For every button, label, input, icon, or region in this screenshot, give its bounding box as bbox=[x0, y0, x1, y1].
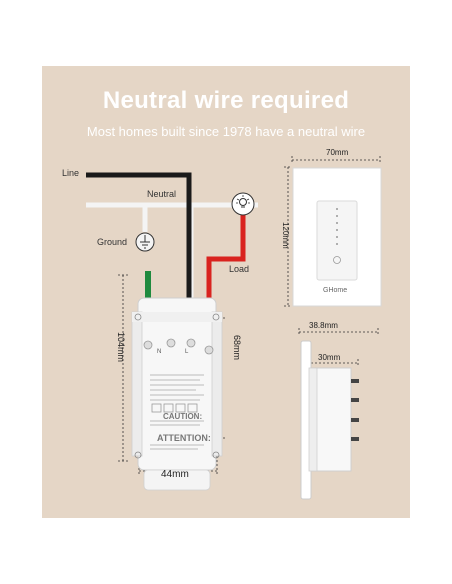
dimension-104mm: 104mm bbox=[116, 332, 126, 363]
terminal-l-label: L bbox=[185, 349, 189, 355]
dimension-30mm: 30mm bbox=[318, 353, 341, 362]
load-label: Load bbox=[229, 264, 250, 274]
dimension-70mm: 70mm bbox=[326, 148, 349, 157]
ground-label: Ground bbox=[97, 237, 128, 247]
switch-front-plate bbox=[292, 167, 382, 307]
switch-side-view bbox=[300, 340, 359, 500]
line-wire bbox=[86, 172, 192, 340]
dimension-44mm: 44mm bbox=[161, 469, 189, 480]
terminal-n-label: N bbox=[157, 349, 162, 355]
neutral-label: Neutral bbox=[147, 189, 177, 199]
ground-icon bbox=[135, 232, 155, 252]
switch-back-body bbox=[131, 297, 223, 491]
line-label: Line bbox=[62, 168, 80, 178]
caution-label: CAUTION: bbox=[163, 412, 203, 421]
light-bulb-icon bbox=[231, 192, 255, 216]
dimension-68mm: 68mm bbox=[232, 335, 242, 361]
brand-logo: GHome bbox=[323, 287, 348, 294]
page-subtitle: Most homes built since 1978 have a neutr… bbox=[86, 124, 366, 139]
dimension-120mm: 120mm bbox=[281, 222, 290, 249]
dimension-38-8mm: 38.8mm bbox=[309, 321, 338, 330]
page-title: Neutral wire required bbox=[102, 87, 350, 114]
attention-label: ATTENTION: bbox=[157, 433, 211, 443]
